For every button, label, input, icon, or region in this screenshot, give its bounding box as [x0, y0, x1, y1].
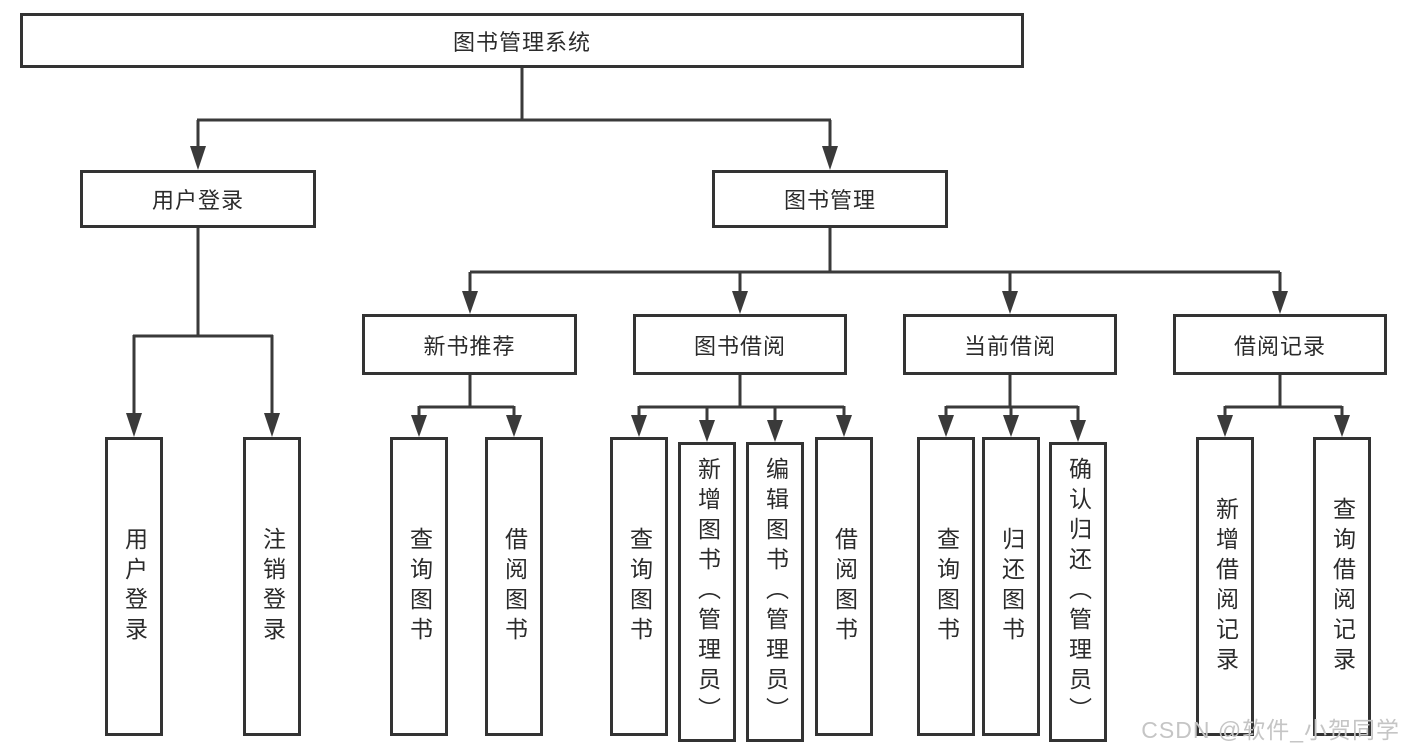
node-label: 当前借阅: [963, 333, 1056, 359]
node-leaf-search-borrow-record: 查询借阅记录: [1313, 437, 1371, 736]
node-leaf-borrow-books: 借阅图书: [815, 437, 873, 736]
node-label: 新书推荐: [423, 333, 516, 359]
arrow-down-icon: [506, 415, 522, 437]
node-leaf-search-books-current: 查询图书: [917, 437, 975, 736]
arrow-down-icon: [1334, 415, 1350, 437]
node-label: 图书管理: [783, 188, 876, 213]
node-label: 编辑图书（管理员）: [762, 457, 789, 727]
arrow-down-icon: [938, 415, 954, 437]
node-label: 查询图书: [626, 526, 653, 647]
connector-path: [132, 68, 1344, 422]
node-label: 借阅记录: [1233, 333, 1326, 359]
node-current-borrowing: 当前借阅: [903, 314, 1117, 375]
node-label: 新增借阅记录: [1212, 496, 1239, 677]
node-leaf-user-login: 用户登录: [105, 437, 163, 736]
node-leaf-add-books-admin: 新增图书（管理员）: [678, 442, 736, 742]
node-book-management: 图书管理: [712, 170, 948, 228]
node-label: 确认归还（管理员）: [1065, 457, 1092, 727]
arrow-down-icon: [699, 420, 715, 442]
csdn-watermark: CSDN @软件_小贺同学: [1141, 717, 1400, 743]
node-label: 查询借阅记录: [1329, 496, 1356, 677]
arrow-down-icon: [836, 415, 852, 437]
arrow-down-icon: [1070, 420, 1086, 442]
node-leaf-confirm-return-admin: 确认归还（管理员）: [1049, 442, 1107, 742]
node-label: 查询图书: [406, 526, 433, 647]
arrow-down-icon: [631, 415, 647, 437]
arrow-down-icon: [732, 291, 748, 314]
node-label: 借阅图书: [831, 526, 858, 647]
arrow-down-icon: [462, 291, 478, 314]
arrow-down-icon: [126, 413, 142, 437]
arrow-down-icon: [822, 146, 838, 170]
arrow-down-icon: [1003, 415, 1019, 437]
node-label: 归还图书: [998, 526, 1025, 647]
arrow-down-icon: [767, 420, 783, 442]
node-leaf-borrow-books-recommend: 借阅图书: [485, 437, 543, 736]
arrow-down-icon: [1002, 291, 1018, 314]
node-user-login: 用户登录: [80, 170, 316, 228]
node-borrowing-records: 借阅记录: [1173, 314, 1387, 375]
node-root-system: 图书管理系统: [20, 13, 1024, 68]
arrow-down-icon: [190, 146, 206, 170]
node-label: 用户登录: [121, 526, 148, 647]
node-book-borrowing: 图书借阅: [633, 314, 847, 375]
node-leaf-return-books: 归还图书: [982, 437, 1040, 736]
arrow-down-icon: [1217, 415, 1233, 437]
node-label: 图书管理系统: [452, 29, 591, 55]
node-label: 用户登录: [151, 188, 244, 213]
node-label: 图书借阅: [693, 333, 786, 359]
node-label: 注销登录: [259, 526, 286, 647]
arrowheads: [126, 146, 1350, 442]
node-label: 查询图书: [933, 526, 960, 647]
node-leaf-edit-books-admin: 编辑图书（管理员）: [746, 442, 804, 742]
node-label: 借阅图书: [501, 526, 528, 647]
arrow-down-icon: [264, 413, 280, 437]
node-leaf-logout: 注销登录: [243, 437, 301, 736]
arrow-down-icon: [1272, 291, 1288, 314]
node-leaf-add-borrow-record: 新增借阅记录: [1196, 437, 1254, 736]
node-label: 新增图书（管理员）: [694, 457, 721, 727]
node-leaf-search-books-recommend: 查询图书: [390, 437, 448, 736]
node-leaf-search-books-borrowing: 查询图书: [610, 437, 668, 736]
arrow-down-icon: [411, 415, 427, 437]
node-new-book-recommend: 新书推荐: [362, 314, 577, 375]
